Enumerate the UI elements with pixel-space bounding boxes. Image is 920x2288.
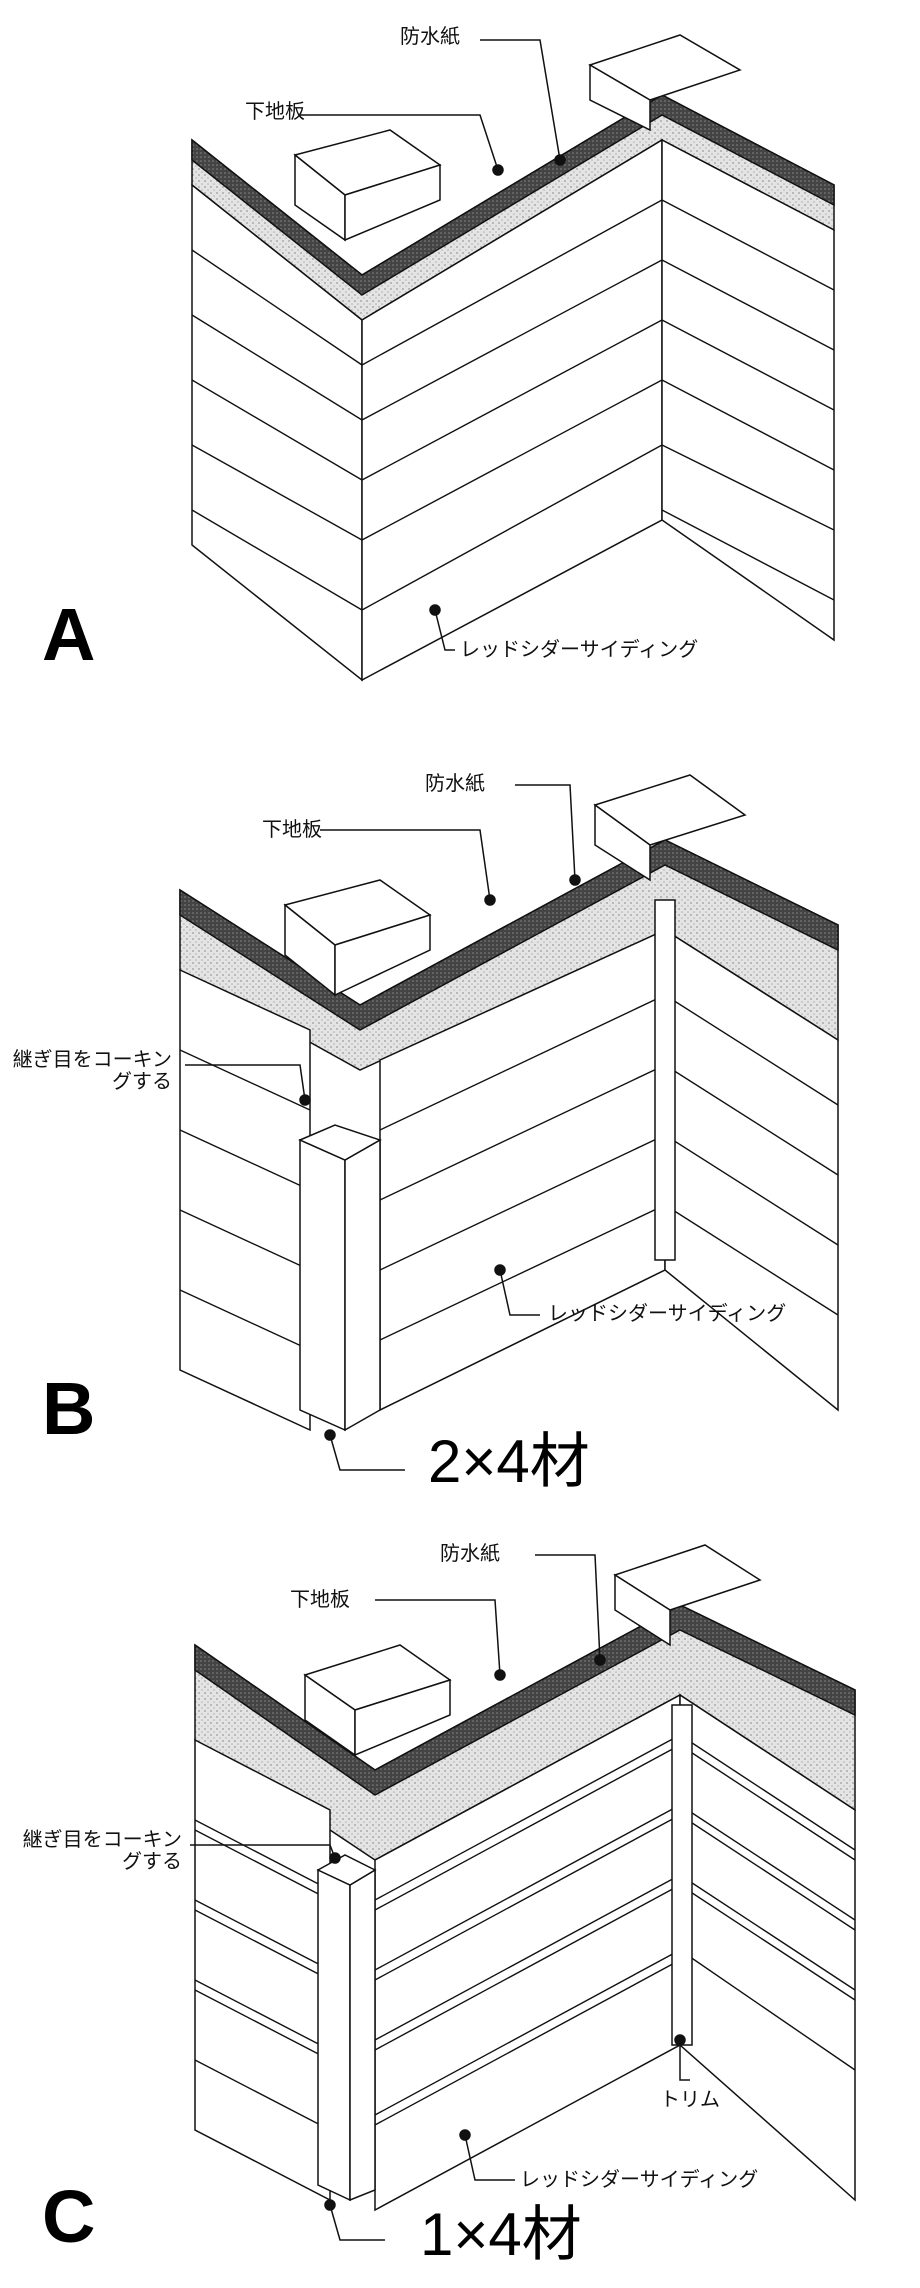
waterproof-paper-band: [179, 839, 839, 1031]
label-caulk-seam: 継ぎ目をコーキングする: [22, 1827, 182, 1873]
label-waterproof-paper: 防水紙: [425, 771, 485, 795]
size-label-2x4: 2×4材: [428, 1428, 590, 1495]
wall-left: [179, 968, 311, 1432]
label-sheathing: 下地板: [290, 1587, 350, 1611]
siding-lines: [191, 199, 835, 611]
leader-lines: [190, 1554, 690, 2241]
panel-b: 防水紙 下地板 継ぎ目をコーキングする レッドシダーサイディング B 2×4材: [0, 740, 920, 1500]
label-waterproof-paper: 防水紙: [400, 24, 460, 48]
header-blocks: [283, 774, 747, 997]
waterproof-paper-band: [194, 1604, 856, 1796]
panel-a-drawing: [191, 34, 835, 682]
panel-b-drawing: [179, 774, 839, 1471]
panel-letter-b: B: [42, 1367, 96, 1450]
header-blocks: [303, 1544, 762, 1757]
panel-a: 防水紙 下地板 レッドシダーサイディング A: [0, 0, 920, 700]
waterproof-paper-band: [191, 94, 835, 296]
label-siding: レッドシダーサイディング: [548, 1301, 787, 1325]
siding-lines: [194, 1734, 856, 2131]
label-sheathing: 下地板: [245, 99, 305, 123]
label-siding: レッドシダーサイディング: [520, 2167, 759, 2191]
label-waterproof-paper: 防水紙: [440, 1541, 500, 1565]
label-trim: トリム: [660, 2087, 720, 2111]
corner-boards-1x4: [316, 1854, 377, 2202]
leader-lines: [185, 784, 581, 1471]
corner-boards-2x4: [298, 1124, 382, 1432]
label-sheathing: 下地板: [262, 817, 322, 841]
trim-post: [671, 1704, 693, 2046]
panel-letter-c: C: [42, 2175, 96, 2258]
header-blocks: [293, 34, 742, 242]
label-caulk-seam: 継ぎ目をコーキングする: [12, 1047, 172, 1093]
panel-c: 防水紙 下地板 継ぎ目をコーキングする トリム レッドシダーサイディング C 1…: [0, 1500, 920, 2288]
size-label-1x4: 1×4材: [420, 2201, 582, 2268]
siding-lines: [179, 994, 839, 1351]
panel-c-drawing: [190, 1544, 856, 2241]
leader-lines: [300, 39, 566, 651]
trim-post: [654, 899, 676, 1261]
label-siding: レッドシダーサイディング: [460, 637, 699, 661]
wall-right: [661, 138, 835, 642]
panel-letter-a: A: [42, 593, 96, 676]
